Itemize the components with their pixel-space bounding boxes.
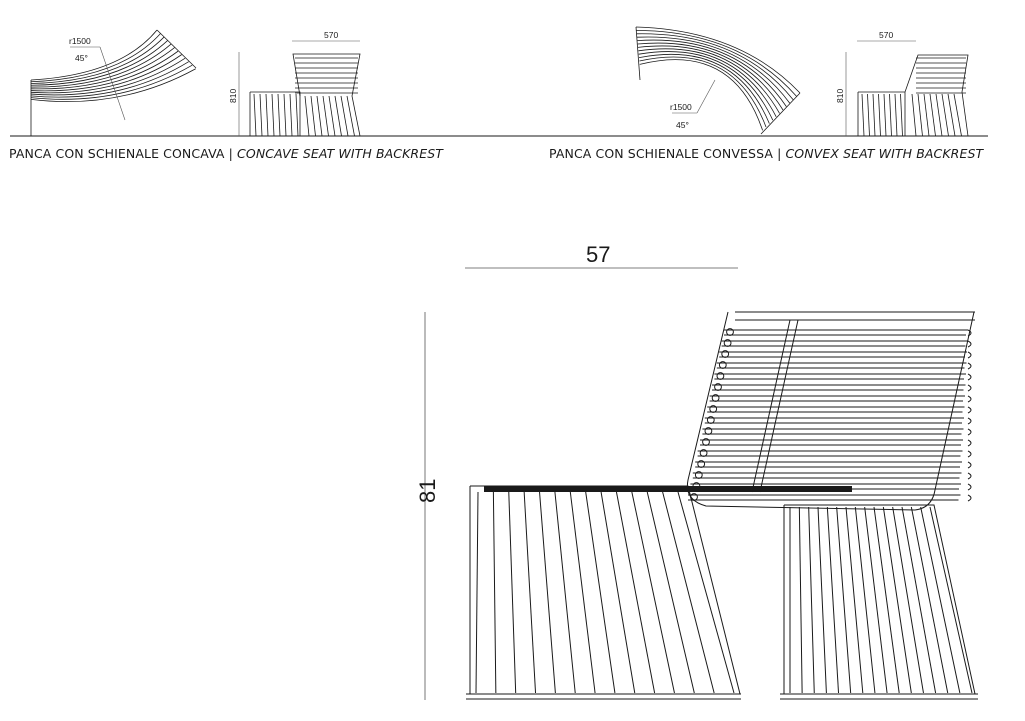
convex-radius-leader <box>672 79 716 114</box>
concave-caption-separator: | <box>224 146 238 161</box>
concave-radius-label: r1500 <box>69 36 91 46</box>
concave-side-view <box>249 53 361 137</box>
convex-side-view <box>857 54 969 137</box>
large-width-label: 57 <box>586 242 610 267</box>
concave-caption: PANCA CON SCHIENALE CONCAVA | CONCAVE SE… <box>9 146 443 161</box>
convex-caption-separator: | <box>773 146 786 161</box>
concave-radius-leader <box>70 46 126 121</box>
convex-plan-view <box>635 26 801 135</box>
convex-caption-en: CONVEX SEAT WITH BACKREST <box>785 146 984 161</box>
concave-caption-en: CONCAVE SEAT WITH BACKREST <box>237 146 443 161</box>
convex-height-label: 810 <box>835 89 845 103</box>
large-height-label: 81 <box>415 479 440 503</box>
convex-caption-it: PANCA CON SCHIENALE CONVESSA <box>549 146 773 161</box>
concave-height-label: 810 <box>228 89 238 103</box>
concave-angle-label: 45° <box>75 53 88 63</box>
large-side-elevation <box>466 311 978 700</box>
concave-caption-it: PANCA CON SCHIENALE CONCAVA <box>9 146 225 161</box>
convex-angle-label: 45° <box>676 120 689 130</box>
convex-width-label: 570 <box>879 30 893 40</box>
convex-radius-label: r1500 <box>670 102 692 112</box>
convex-caption: PANCA CON SCHIENALE CONVESSA | CONVEX SE… <box>549 146 983 161</box>
concave-plan-view <box>30 29 197 136</box>
concave-width-label: 570 <box>324 30 338 40</box>
